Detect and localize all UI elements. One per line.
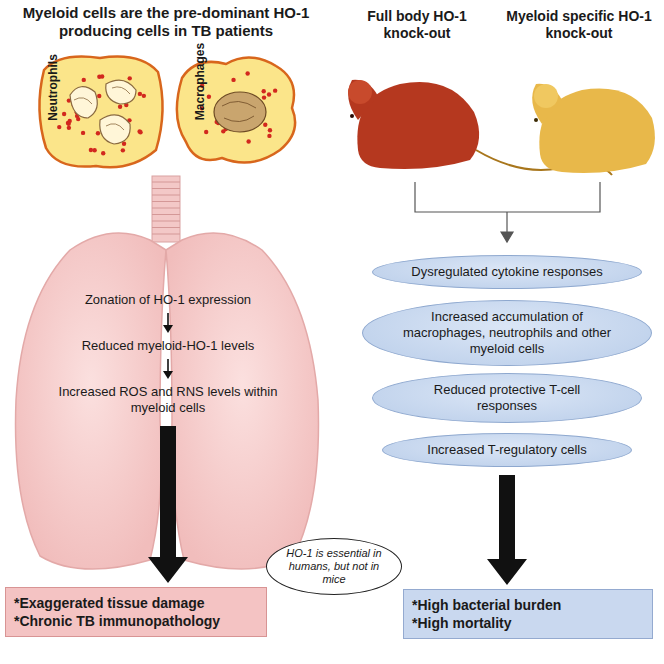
granule	[96, 131, 100, 135]
node-text: HO-1 is essential in humans, but not in …	[281, 547, 387, 586]
granule	[137, 129, 141, 133]
granule	[97, 94, 101, 98]
node-text: Dysregulated cytokine responses	[411, 264, 603, 280]
granule	[263, 123, 267, 127]
granule	[121, 148, 125, 152]
connector	[163, 313, 173, 333]
granule	[138, 130, 142, 134]
granule	[267, 92, 271, 96]
mouse-label: Myeloid specific HO-1 knock-out	[500, 8, 658, 42]
granule	[246, 139, 250, 143]
effect-oval: Increased T-regulatory cells	[382, 433, 632, 467]
granule	[273, 88, 277, 92]
trachea-ring	[152, 221, 180, 222]
trachea-ring	[152, 182, 180, 183]
granule	[128, 76, 132, 80]
granule	[207, 95, 211, 99]
connector	[487, 475, 527, 585]
node-text: Increased T-regulatory cells	[427, 442, 586, 458]
trachea-ring	[152, 201, 180, 202]
node-text: *High bacterial burden	[412, 596, 561, 614]
node-text: Reduced protective T-cell responses	[407, 382, 607, 414]
node-text: Reduced myeloid-HO-1 levels	[82, 338, 255, 354]
trachea-ring	[152, 227, 180, 228]
granule	[118, 105, 122, 109]
effect-oval: Reduced protective T-cell responses	[372, 373, 642, 423]
trachea-ring	[152, 195, 180, 196]
myeloid-knockout-mouse	[532, 84, 655, 173]
granule	[101, 151, 105, 155]
granule	[92, 148, 96, 152]
trachea-ring	[152, 188, 180, 189]
process-text: Zonation of HO-1 expression	[43, 290, 293, 310]
effect-oval: Dysregulated cytokine responses	[372, 255, 642, 289]
process-text: Reduced myeloid-HO-1 levels	[43, 336, 293, 356]
title: Myeloid cells are the pre-dominant HO-1 …	[6, 4, 326, 40]
node-text: Increased accumulation of macrophages, n…	[397, 309, 617, 357]
node-text: *High mortality	[412, 614, 512, 632]
trachea-ring	[152, 214, 180, 215]
effect-oval: Increased accumulation of macrophages, n…	[362, 300, 652, 366]
cell-label: Macrophages	[192, 43, 209, 120]
trachea-ring	[152, 234, 180, 235]
granule	[267, 134, 271, 138]
node-text: *Exaggerated tissue damage	[14, 594, 205, 612]
granule	[142, 94, 146, 98]
node-text: Increased ROS and RNS levels within myel…	[57, 384, 279, 416]
granule	[57, 125, 61, 129]
connector	[148, 426, 188, 583]
process-text: Increased ROS and RNS levels within myel…	[53, 382, 283, 418]
outcome-box: *Exaggerated tissue damage*Chronic TB im…	[5, 587, 267, 637]
granule	[138, 92, 142, 96]
mouse-label: Full body HO-1 knock-out	[352, 8, 482, 42]
granule	[268, 128, 272, 132]
granule	[262, 95, 266, 99]
granule	[204, 130, 208, 134]
granule	[231, 78, 235, 82]
outcome-box: *High bacterial burden*High mortality	[403, 589, 653, 639]
granule	[245, 71, 249, 75]
granule	[67, 126, 71, 130]
granule	[81, 131, 85, 135]
granule	[262, 89, 266, 93]
granule	[67, 119, 71, 123]
granule	[97, 75, 101, 79]
node-text: Zonation of HO-1 expression	[85, 292, 251, 308]
granule	[221, 129, 225, 133]
cell-label: Neutrophils	[44, 54, 61, 121]
connector	[163, 359, 173, 379]
granule	[89, 148, 93, 152]
trachea-ring	[152, 208, 180, 209]
granule	[62, 112, 66, 116]
note-ellipse: HO-1 is essential in humans, but not in …	[266, 538, 402, 595]
node-text: *Chronic TB immunopathology	[14, 612, 220, 630]
granule	[82, 78, 86, 82]
bracket	[415, 182, 600, 242]
